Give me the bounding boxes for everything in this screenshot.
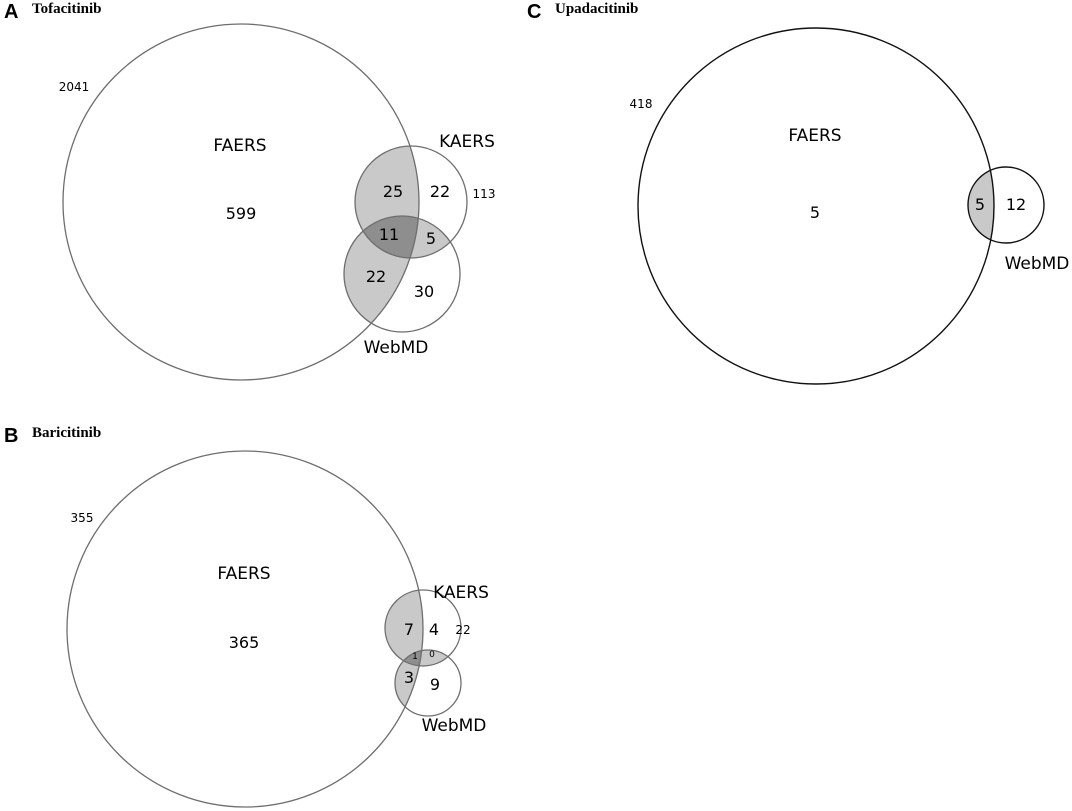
b-kaers-circle <box>384 589 462 667</box>
a-kaers-label: KAERS <box>439 132 495 152</box>
b-faers-kaers-shade <box>385 590 423 666</box>
a-faers-label: FAERS <box>213 136 266 156</box>
panel-b-title: Baricitinib <box>32 425 101 441</box>
c-faers-only-count: 5 <box>810 203 820 222</box>
panel-b: B Baricitinib FAERS KAERS WebMD 355 22 3… <box>4 425 489 808</box>
a-faers-webmd-count: 22 <box>366 267 386 286</box>
a-kaers-only-count: 22 <box>430 182 450 201</box>
b-faers-webmd-count: 3 <box>404 668 414 687</box>
a-faers-only-count: 599 <box>226 204 257 223</box>
b-kaers-label: KAERS <box>433 583 489 603</box>
panel-a-letter: A <box>4 1 18 23</box>
c-faers-webmd-count: 5 <box>975 195 985 214</box>
a-webmd-only-count: 30 <box>414 282 434 301</box>
a-faers-circle <box>62 23 420 381</box>
b-webmd-circle <box>394 649 462 717</box>
a-webmd-label: WebMD <box>364 338 429 358</box>
b-all-three-count: 1 <box>412 652 418 662</box>
a-kaers-total: 113 <box>473 187 496 201</box>
b-webmd-only-count: 9 <box>430 675 440 694</box>
b-faers-label: FAERS <box>217 564 270 584</box>
panel-c-title: Upadacitinib <box>555 1 638 17</box>
a-kaers-webmd-count: 5 <box>426 229 436 248</box>
c-faers-label: FAERS <box>788 126 841 146</box>
panel-c: C Upadacitinib FAERS WebMD 418 5 5 12 <box>527 1 1070 385</box>
b-webmd-label: WebMD <box>422 716 487 736</box>
panel-b-letter: B <box>4 425 18 447</box>
a-webmd-circle <box>343 215 461 333</box>
c-webmd-label: WebMD <box>1005 254 1070 274</box>
b-faers-kaers-count: 7 <box>404 620 414 639</box>
b-kaers-only-count: 4 <box>429 620 439 639</box>
c-faers-total: 418 <box>630 97 653 111</box>
b-faers-only-count: 365 <box>229 633 260 652</box>
c-webmd-only-count: 12 <box>1006 195 1026 214</box>
a-kaers-circle <box>354 145 468 259</box>
panel-a: A Tofacitinib FAERS KAERS WebMD 2041 113… <box>4 1 496 381</box>
c-faers-circle <box>637 27 995 385</box>
a-faers-kaers-count: 25 <box>383 182 403 201</box>
a-faers-total: 2041 <box>59 80 90 94</box>
panel-c-letter: C <box>527 1 541 23</box>
b-faers-circle <box>66 450 424 808</box>
a-faers-webmd-shade <box>344 216 419 332</box>
c-webmd-circle <box>967 166 1045 244</box>
a-all-three-count: 11 <box>379 225 399 244</box>
panel-a-title: Tofacitinib <box>32 1 101 17</box>
b-kaers-webmd-count: 0 <box>429 650 435 660</box>
c-faers-webmd-shade <box>968 167 994 243</box>
b-faers-total: 355 <box>71 511 94 525</box>
b-kaers-total: 22 <box>455 623 470 637</box>
